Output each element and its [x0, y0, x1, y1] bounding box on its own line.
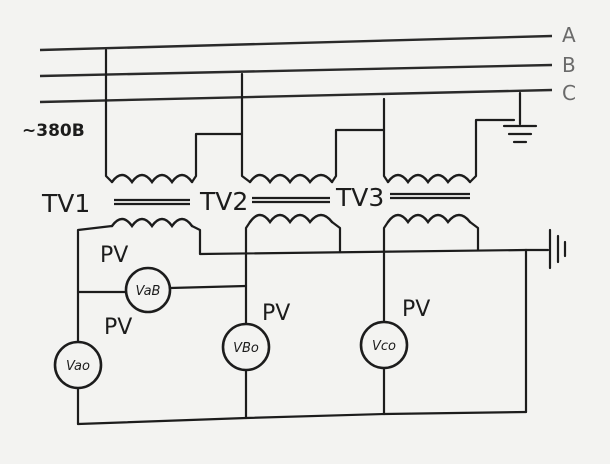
- tv3-secondary-coil: [386, 213, 472, 225]
- transformer-tv1: [110, 173, 194, 229]
- phase-label-a: A: [562, 23, 576, 47]
- primary-wiring: [104, 48, 516, 184]
- tv3-primary-coil: [386, 173, 472, 185]
- ground-icon: [502, 91, 538, 144]
- phase-label-b: B: [562, 53, 576, 77]
- bus-bars: [39, 34, 553, 104]
- tv2-primary-coil: [248, 173, 334, 185]
- secondary-ground-icon: [524, 228, 567, 270]
- voltmeter-vbo: VBo: [221, 322, 271, 372]
- transformer-label-tv1: TV1: [41, 189, 90, 218]
- transformer-tv2: [248, 173, 334, 225]
- meter-label-vco: Vco: [372, 339, 396, 354]
- pv-label-vab: PV: [100, 243, 128, 268]
- bus-b: [39, 63, 553, 78]
- tv1-secondary-coil: [110, 217, 194, 229]
- bus-a: [39, 34, 553, 52]
- voltmeter-vco: Vco: [359, 320, 409, 370]
- transformer-label-tv2: TV2: [199, 187, 248, 216]
- meter-label-vab: VaB: [136, 284, 161, 299]
- meter-label-vao: Vao: [66, 359, 90, 374]
- pv-label-vao: PV: [104, 315, 132, 340]
- pv-label-vco: PV: [402, 297, 430, 322]
- supply-voltage-label: ~380B: [22, 121, 85, 141]
- tv1-primary-coil: [110, 173, 194, 185]
- transformer-label-tv3: TV3: [335, 183, 384, 212]
- bus-c: [39, 88, 553, 104]
- pv-label-vbo: PV: [262, 301, 290, 326]
- phase-label-c: C: [562, 81, 576, 105]
- secondary-wiring: [76, 220, 528, 426]
- tv2-secondary-coil: [248, 213, 334, 225]
- voltmeter-vao: Vao: [53, 340, 103, 390]
- meter-label-vbo: VBo: [233, 341, 259, 356]
- transformer-tv3: [386, 173, 472, 225]
- voltmeter-vab: VaB: [124, 266, 172, 314]
